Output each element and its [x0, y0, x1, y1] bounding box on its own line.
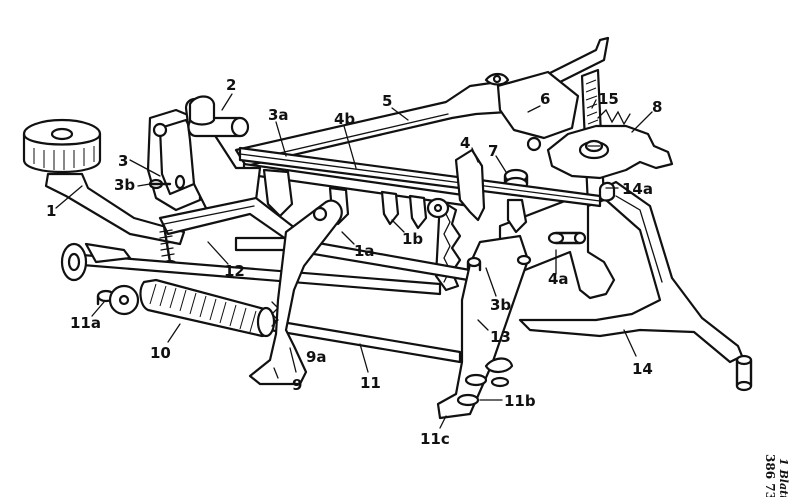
document-id: 386 736 1 Blatt	[763, 454, 790, 497]
document-number: 386 736	[763, 454, 777, 497]
label-15: 15	[598, 90, 619, 108]
label-10: 10	[150, 344, 171, 362]
label-12: 12	[224, 262, 245, 280]
label-9: 9	[292, 376, 302, 394]
label-4a: 4a	[548, 270, 569, 288]
wheel-11a	[60, 242, 140, 316]
label-5: 5	[382, 92, 392, 110]
label-9a: 9a	[306, 348, 327, 366]
label-3b-left: 3b	[114, 176, 135, 194]
label-3b-right: 3b	[490, 296, 511, 314]
hooks-1a-1b	[262, 168, 528, 234]
label-14a: 14a	[622, 180, 653, 198]
label-13: 13	[490, 328, 511, 346]
label-4: 4	[460, 134, 470, 152]
label-3a: 3a	[268, 106, 289, 124]
label-7: 7	[488, 142, 498, 160]
label-14: 14	[632, 360, 653, 378]
label-3: 3	[118, 152, 128, 170]
label-1b: 1b	[402, 230, 423, 248]
label-4b: 4b	[334, 110, 355, 128]
plate-13	[436, 234, 532, 420]
label-1: 1	[46, 202, 56, 220]
label-11a: 11a	[70, 314, 101, 332]
disc-8	[546, 124, 674, 180]
label-2: 2	[226, 76, 236, 94]
label-1a: 1a	[354, 242, 375, 260]
label-8: 8	[652, 98, 662, 116]
lever-1	[22, 118, 186, 246]
label-6: 6	[540, 90, 550, 108]
label-11: 11	[360, 374, 381, 392]
part-labels: 2 3a 4b 5 6 15 8 7 4 14a 3 3b 1 1a 1b 12…	[46, 76, 662, 448]
leader-lines	[55, 93, 653, 429]
sheet-note: 1 Blatt	[777, 458, 790, 497]
label-11c: 11c	[420, 430, 450, 448]
plate-6	[496, 70, 580, 152]
label-11b: 11b	[504, 392, 536, 410]
frame-bar-5	[234, 36, 610, 168]
roller-10	[139, 278, 276, 338]
lever-9	[248, 199, 343, 386]
